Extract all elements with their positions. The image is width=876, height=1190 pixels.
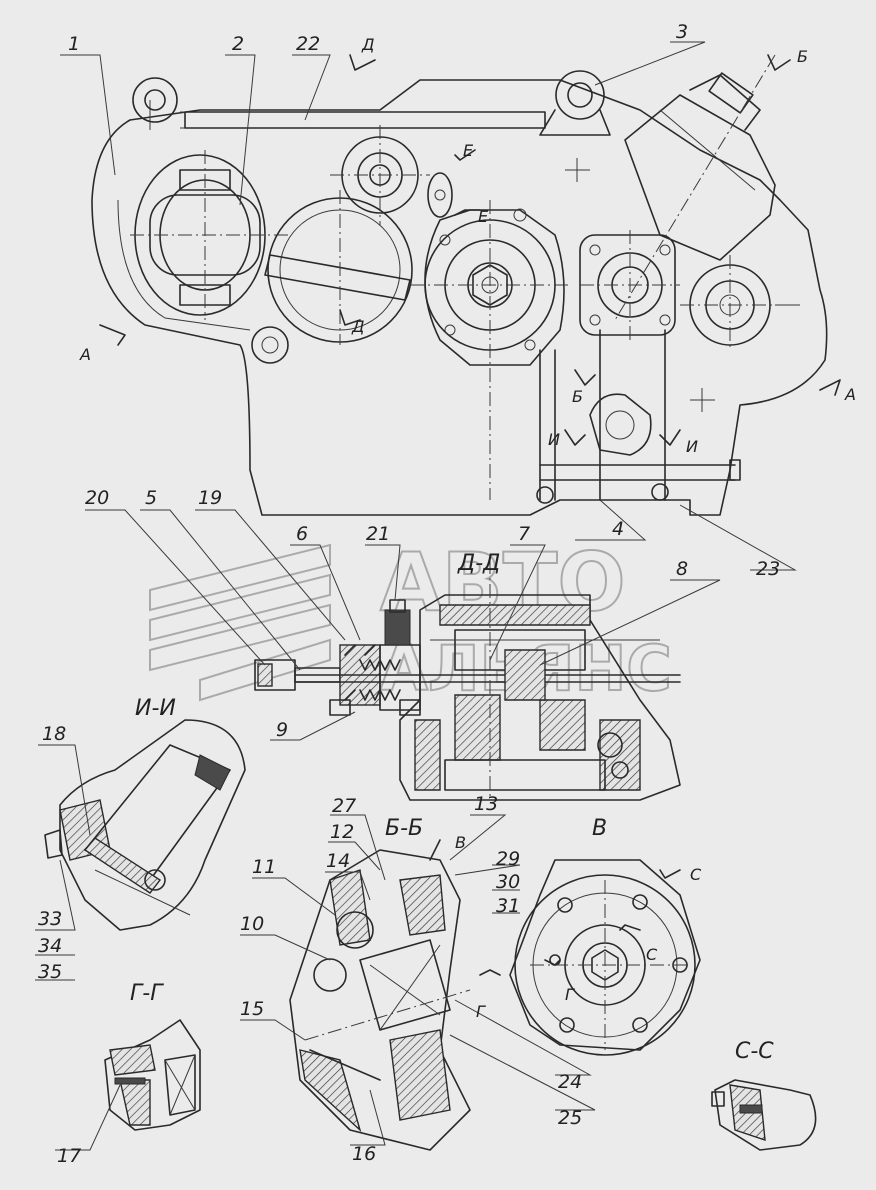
- lifting-eye-left: [132, 77, 178, 123]
- leader-lines: [35, 41, 797, 1151]
- section-titles: Д-Д И-И Б-Б В Г-Г С-С: [130, 551, 774, 1064]
- title-section-ii: И-И: [135, 696, 176, 721]
- callout-11: 11: [252, 856, 276, 878]
- callout-27: 27: [332, 795, 356, 817]
- callout-34: 34: [38, 935, 62, 957]
- callout-8: 8: [676, 558, 688, 580]
- small-hub: [330, 125, 430, 225]
- callout-9: 9: [276, 719, 288, 741]
- mark-i-left: И: [548, 430, 560, 449]
- arrow-g2: [544, 959, 561, 966]
- callout-10: 10: [240, 913, 264, 935]
- callout-20: 20: [85, 487, 109, 509]
- callout-18: 18: [42, 723, 66, 745]
- cam-b: [589, 393, 652, 456]
- mark-g2: Г: [565, 985, 575, 1004]
- callout-7: 7: [518, 523, 530, 545]
- view-v: [509, 859, 701, 1056]
- callout-17: 17: [57, 1145, 81, 1167]
- mark-a-left: А: [79, 345, 91, 364]
- arrow-a-left: [99, 324, 126, 346]
- title-section-gg: Г-Г: [130, 981, 164, 1006]
- callout-31: 31: [496, 895, 520, 917]
- section-arrows: [99, 54, 841, 976]
- far-right-flange: [680, 255, 800, 350]
- callout-23: 23: [756, 558, 780, 580]
- mark-i-right: И: [686, 437, 698, 456]
- watermark: АВТО АЛЬЯНС: [149, 535, 673, 706]
- callout-14: 14: [326, 850, 350, 872]
- arrow-i-left: [564, 429, 586, 446]
- title-section-bb: Б-Б: [385, 816, 423, 841]
- arrow-a-right: [819, 379, 841, 396]
- callout-3: 3: [676, 21, 688, 43]
- mark-e1: Е: [463, 141, 474, 160]
- mark-c1: С: [690, 865, 702, 884]
- callout-19: 19: [198, 487, 222, 509]
- title-section-dd: Д-Д: [457, 551, 500, 576]
- section-mark-letters: А А Б Б Д Д Е Е И И В С С Г Г: [79, 35, 856, 1021]
- callout-6: 6: [296, 523, 308, 545]
- arrow-c1: [659, 869, 681, 879]
- section-dd: [254, 560, 681, 801]
- central-flange: [410, 200, 570, 500]
- callout-15: 15: [240, 998, 264, 1020]
- right-square-flange: [579, 230, 680, 340]
- arrow-e2: [454, 209, 481, 216]
- callout-33: 33: [38, 908, 62, 930]
- callout-1: 1: [68, 33, 80, 55]
- mark-g1: Г: [476, 1002, 486, 1021]
- arrow-c2: [619, 924, 641, 931]
- top-rod: [184, 111, 546, 129]
- inclined-motor: [614, 54, 776, 321]
- mark-d-top: Д: [361, 35, 375, 54]
- lifting-eye-right: [555, 70, 605, 120]
- left-round-cover: [264, 190, 413, 345]
- main-housing-view: [91, 54, 828, 516]
- callout-35: 35: [38, 961, 62, 983]
- callout-2: 2: [232, 33, 244, 55]
- callout-24: 24: [558, 1071, 582, 1093]
- title-view-v: В: [592, 816, 607, 841]
- callout-22: 22: [296, 33, 320, 55]
- arrow-v: [429, 839, 441, 861]
- arrow-d-mid: [339, 309, 361, 326]
- oval-cover: [130, 150, 290, 320]
- mark-b-top: Б: [797, 47, 808, 66]
- callout-13: 13: [474, 793, 498, 815]
- arrow-b-mid: [574, 369, 596, 386]
- callout-5: 5: [145, 487, 157, 509]
- callout-30: 30: [496, 871, 520, 893]
- callout-25: 25: [558, 1107, 582, 1129]
- housing-outline: [91, 79, 828, 516]
- mark-v: В: [455, 833, 466, 852]
- callout-4: 4: [612, 518, 624, 540]
- arrow-e1: [454, 149, 476, 161]
- section-gg: [104, 1019, 201, 1131]
- callout-29: 29: [496, 848, 520, 870]
- arrow-d-top: [349, 54, 376, 71]
- section-cc: [711, 1079, 817, 1151]
- mark-b-mid: Б: [572, 387, 583, 406]
- callout-numbers: 1 2 3 4 5 6 7 8 9 10 11 12 13 14 15 16 1…: [38, 21, 780, 1167]
- title-section-cc: С-С: [735, 1039, 774, 1064]
- arrow-b-top: [767, 54, 791, 71]
- mark-c2: С: [646, 945, 658, 964]
- arrow-i-right: [659, 429, 681, 446]
- mark-e2: Е: [478, 207, 489, 226]
- section-bb: [289, 849, 471, 1151]
- callout-16: 16: [352, 1143, 376, 1165]
- mark-a-right: А: [844, 385, 856, 404]
- section-ii: [44, 719, 246, 931]
- callout-12: 12: [330, 821, 354, 843]
- arrow-g1: [479, 969, 501, 976]
- mark-d-mid: Д: [351, 317, 365, 336]
- callout-21: 21: [366, 523, 390, 545]
